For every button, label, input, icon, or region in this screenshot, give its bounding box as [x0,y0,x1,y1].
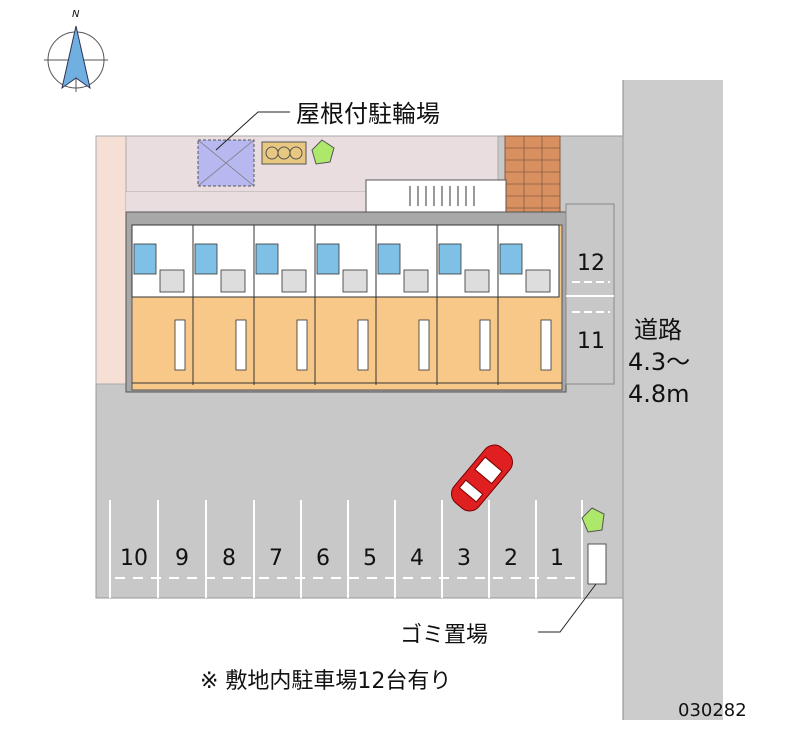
apartment-building [125,211,567,393]
parking-space-12: 12 [577,251,605,276]
road-label: 道路 [634,316,682,344]
parking-note: ※ 敷地内駐車場12台有り [200,669,451,694]
garbage-box [587,543,607,585]
parking-space-6: 6 [316,546,330,571]
parking-space-1: 1 [550,546,564,571]
parking-space-3: 3 [457,546,471,571]
parking-space-9: 9 [175,546,189,571]
staircase [365,179,507,215]
tree-icon [311,139,335,165]
parking-space-7: 7 [269,546,283,571]
car-icon [451,444,513,512]
bicycle-parking-label: 屋根付駐輪場 [296,100,440,128]
north-label: N [72,9,80,20]
shrub-icon [581,507,605,533]
road-width-line2: 4.8m [628,380,690,408]
road-width-line1: 4.3～ [628,348,690,376]
parking-space-2: 2 [504,546,518,571]
parking-space-11: 11 [577,329,605,354]
parking-space-5: 5 [363,546,377,571]
parking-dividers [109,500,583,598]
parking-space-10: 10 [120,546,148,571]
garbage-label: ゴミ置場 [400,623,488,648]
north-arrow-icon [61,25,91,90]
road [623,80,723,720]
compass: N [44,9,108,92]
property-code: 030282 [678,700,747,721]
brick-paving [504,135,561,215]
parking-space-8: 8 [222,546,236,571]
bicycle-rack [261,141,307,165]
parking-space-4: 4 [410,546,424,571]
